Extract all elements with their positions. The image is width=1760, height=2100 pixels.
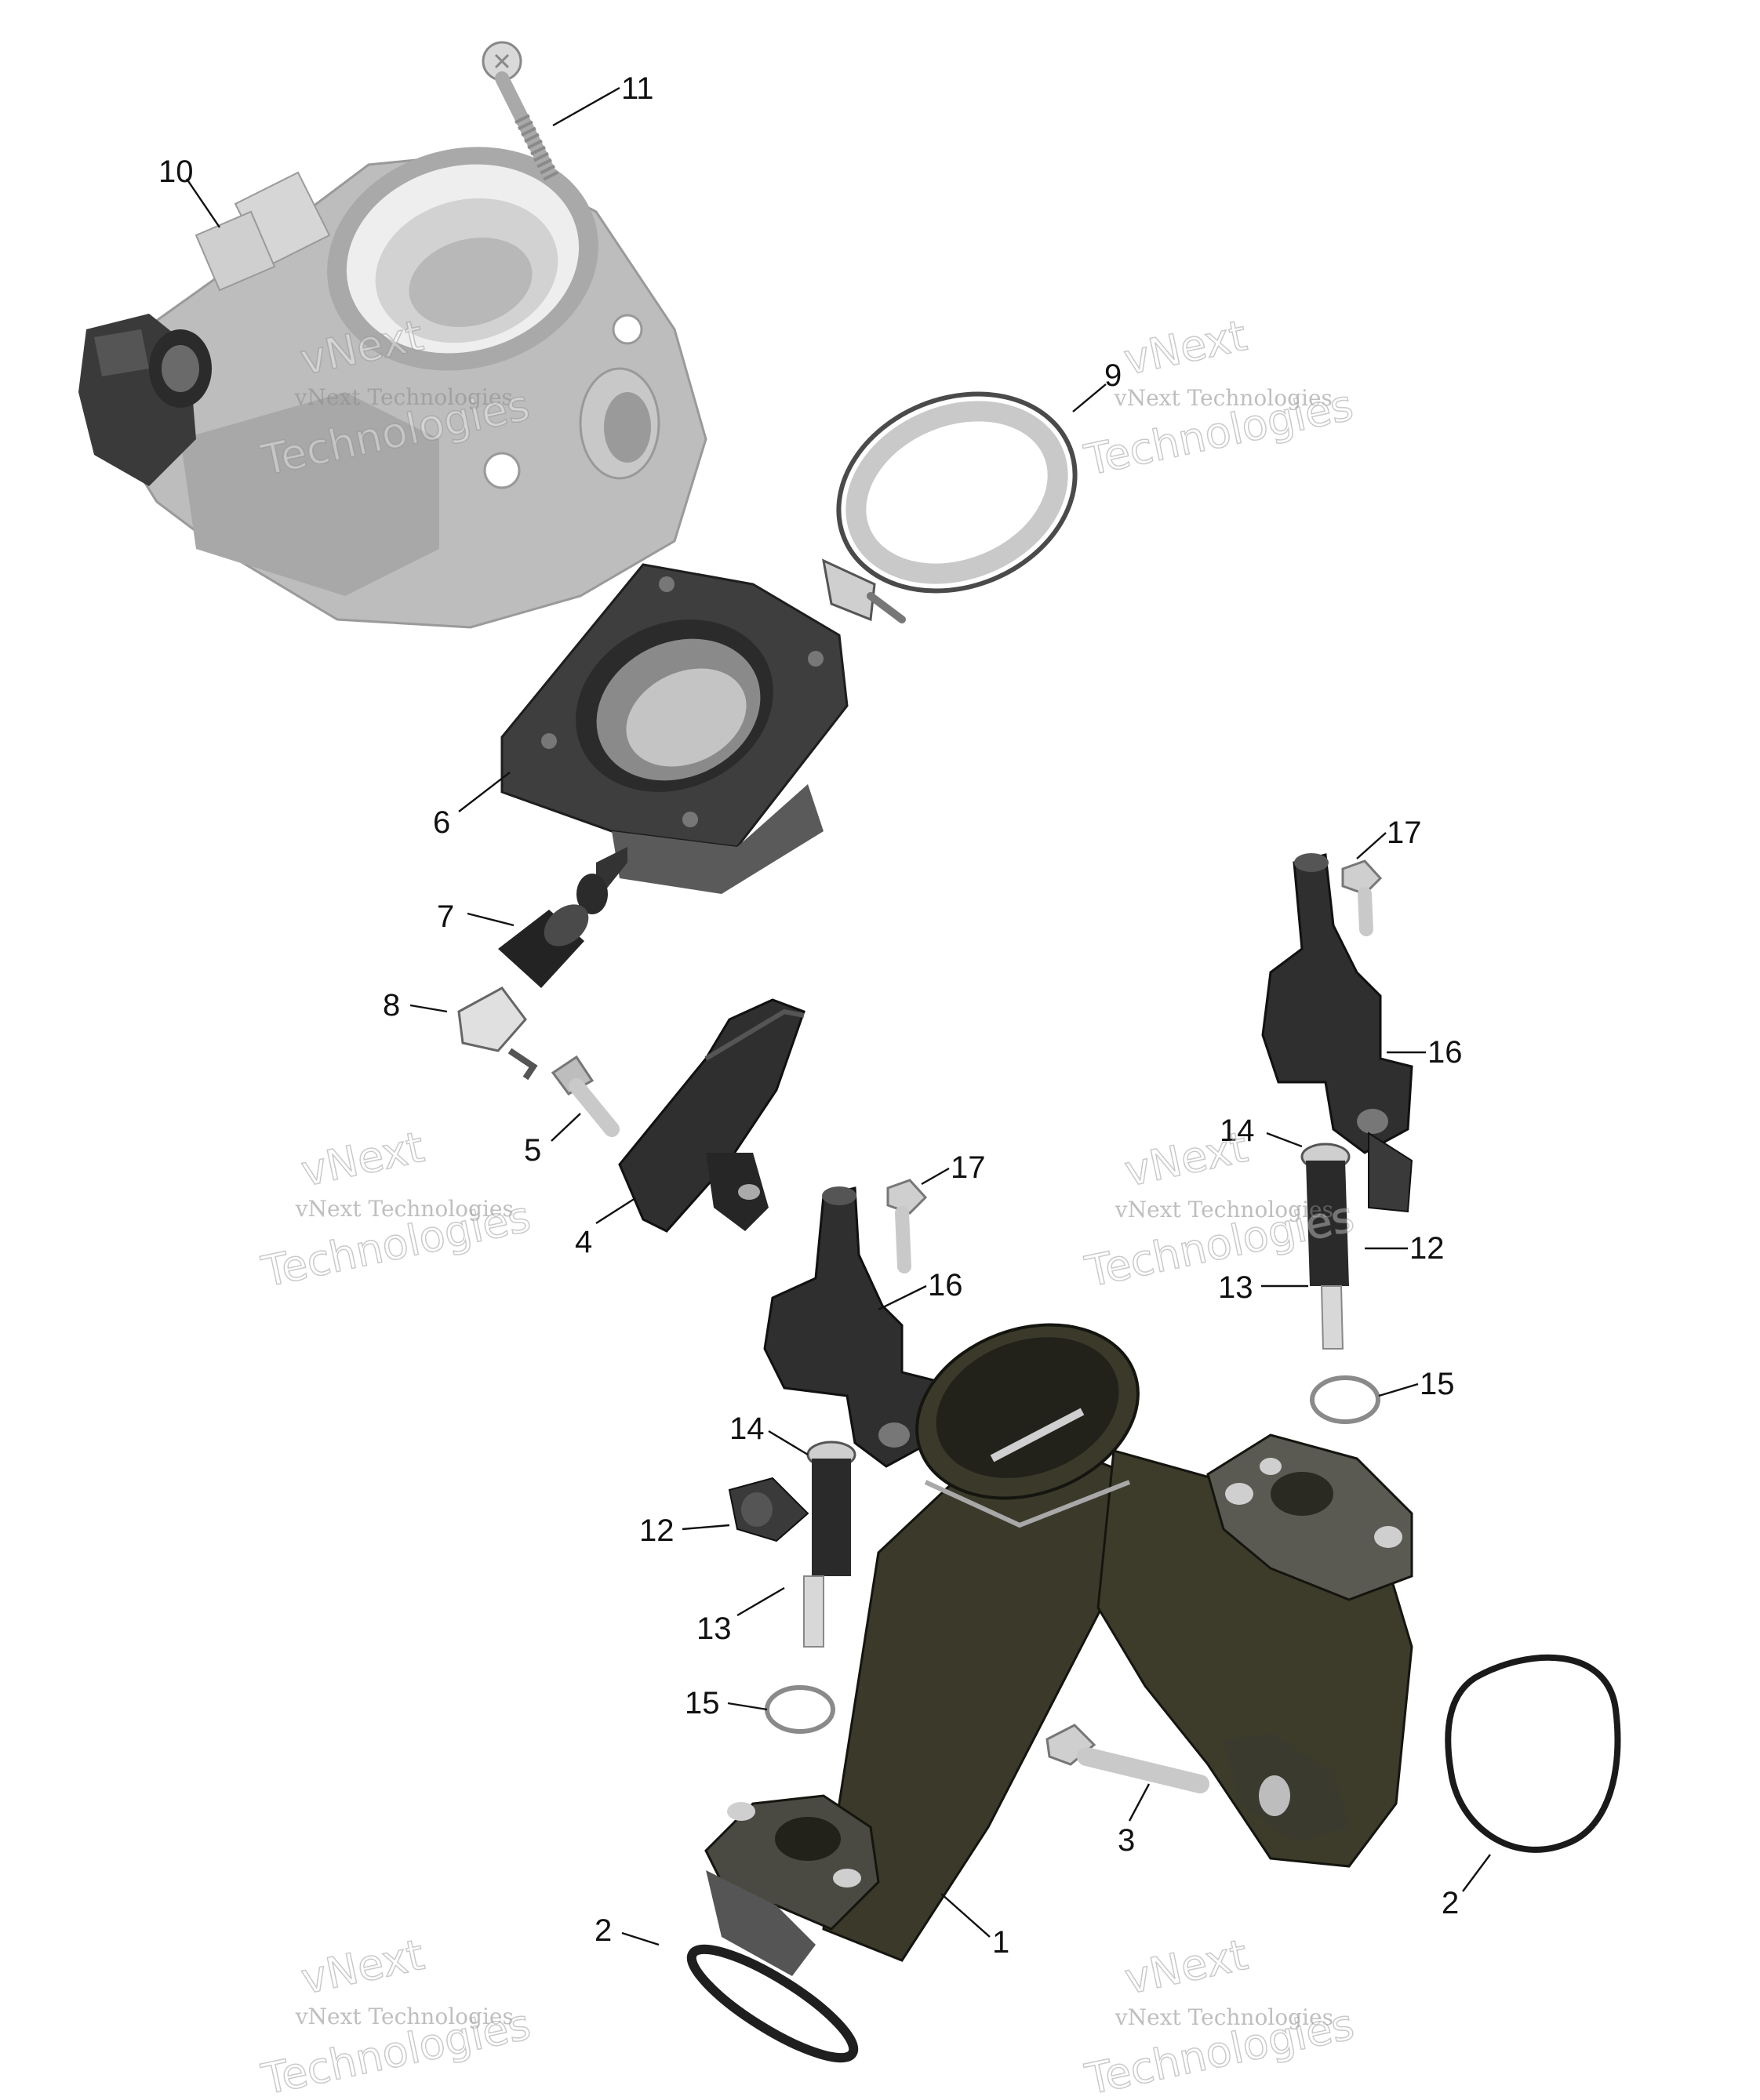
svg-text:vNext: vNext — [1121, 1122, 1252, 1196]
leader-lines — [186, 86, 1491, 1946]
callout-1: 1 — [992, 1925, 1009, 1960]
svg-text:vNext Technologies: vNext Technologies — [1114, 385, 1333, 411]
watermark-bottom-left: vNext vNext Technologies Technologies — [256, 1929, 535, 2100]
svg-text:vNext Technologies: vNext Technologies — [295, 2004, 514, 2029]
callout-12-upper: 12 — [1409, 1231, 1445, 1266]
callout-16-middle: 16 — [928, 1268, 963, 1303]
callout-6: 6 — [433, 805, 450, 840]
svg-text:vNext Technologies: vNext Technologies — [1115, 1197, 1333, 1223]
callout-17-upper: 17 — [1387, 816, 1422, 850]
intake-manifold — [704, 1323, 1413, 1976]
watermark-middle-left: vNext vNext Technologies Technologies — [256, 1121, 535, 1297]
callout-8: 8 — [383, 988, 400, 1023]
callout-labels: 11 10 9 6 7 8 5 4 17 16 14 12 13 15 17 1… — [158, 71, 1463, 1960]
callout-10: 10 — [158, 154, 194, 189]
screw-17-upper — [1341, 859, 1383, 936]
sensor-4 — [618, 998, 805, 1233]
svg-text:vNext: vNext — [1120, 311, 1251, 384]
fuel-injector-12-middle — [728, 1441, 856, 1648]
callout-3: 3 — [1118, 1823, 1135, 1858]
callout-12-middle: 12 — [639, 1513, 675, 1548]
watermark-bottom-right: vNext vNext Technologies Technologies — [1080, 1929, 1358, 2100]
callout-13-upper: 13 — [1218, 1270, 1253, 1305]
svg-text:vNext Technologies: vNext Technologies — [1115, 2004, 1333, 2030]
callout-9: 9 — [1104, 358, 1122, 393]
screw-3 — [1045, 1724, 1209, 1793]
screw-5 — [551, 1055, 620, 1137]
fuel-rail-cap-16-upper — [1261, 853, 1413, 1154]
svg-text:vNext: vNext — [297, 1930, 428, 2004]
fuel-rail-cap-16-middle — [763, 1186, 935, 1468]
callout-11: 11 — [621, 71, 654, 106]
svg-text:vNext: vNext — [297, 1122, 428, 1196]
callout-17-middle: 17 — [951, 1150, 986, 1185]
clamp-9 — [822, 391, 1078, 623]
callout-4: 4 — [575, 1225, 592, 1259]
screw-17-middle — [886, 1179, 928, 1273]
fuel-injector-12-upper — [1300, 1132, 1413, 1350]
seal-2-right — [1445, 1654, 1621, 1853]
callout-14-upper: 14 — [1220, 1114, 1255, 1148]
callout-5: 5 — [524, 1133, 541, 1168]
o-ring-15-lower — [765, 1685, 835, 1734]
clip-8 — [457, 986, 538, 1081]
svg-text:vNext Technologies: vNext Technologies — [294, 384, 513, 410]
callout-15-middle: 15 — [685, 1686, 720, 1720]
svg-text:vNext: vNext — [1121, 1930, 1252, 2004]
callout-7: 7 — [437, 899, 454, 934]
callout-2-right: 2 — [1442, 1886, 1459, 1920]
hose-7 — [498, 904, 589, 988]
screw-11 — [482, 41, 560, 187]
svg-text:vNext Technologies: vNext Technologies — [295, 1196, 514, 1222]
adapter-6 — [500, 563, 849, 914]
callout-13-middle: 13 — [696, 1611, 732, 1646]
callout-16-upper: 16 — [1427, 1035, 1463, 1070]
throttle-body — [78, 147, 707, 629]
callout-15-upper: 15 — [1420, 1367, 1455, 1401]
callout-14-middle: 14 — [729, 1412, 765, 1446]
seal-2-left — [686, 1944, 859, 2063]
o-ring-15-upper — [1310, 1375, 1380, 1424]
callout-2-left: 2 — [595, 1913, 612, 1948]
